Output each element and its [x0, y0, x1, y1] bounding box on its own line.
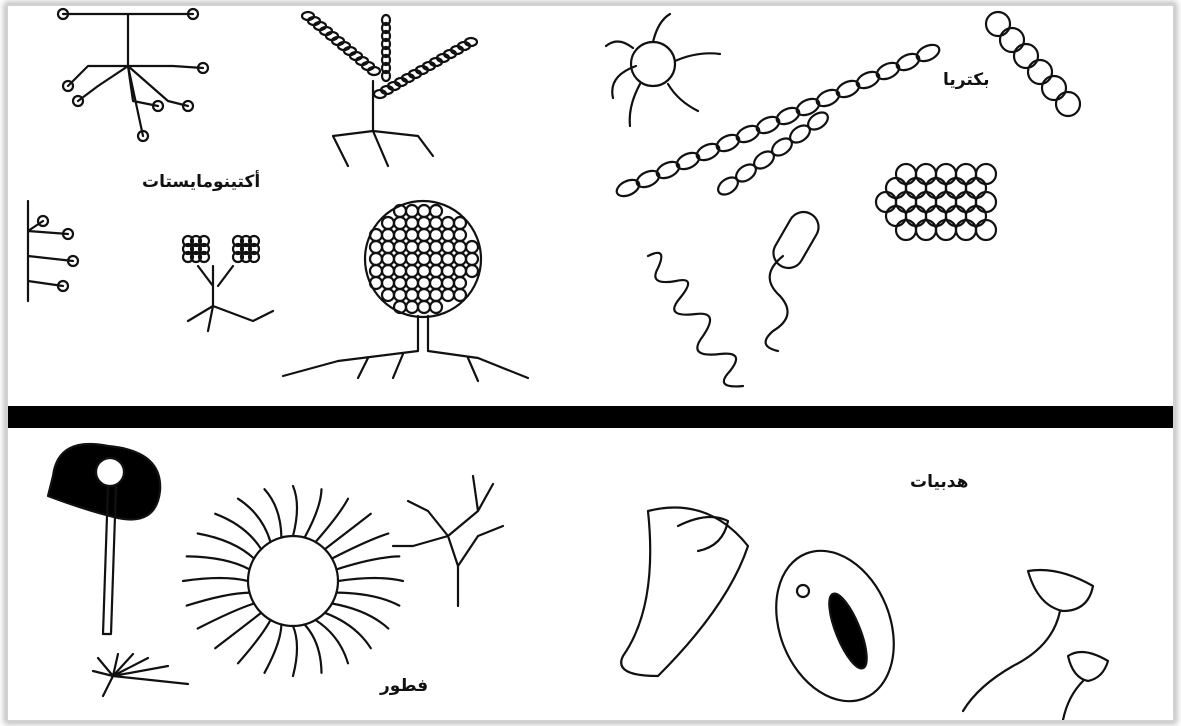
label-actinomycetes: أكتينومايستات [142, 172, 260, 192]
label-fungi: فطور [380, 676, 428, 696]
diagram-frame: أكتينومايستات بكتريا هدبيات فطور [6, 4, 1175, 722]
bacterium-staphylococcus-cluster [876, 164, 996, 240]
fungus-mushroom-cap [48, 444, 160, 634]
ciliate-paramecium [755, 533, 915, 719]
actinomycete-spore-clusters [183, 236, 273, 331]
bacterium-flagellated-rod [766, 207, 824, 351]
ciliate-vorticella [963, 570, 1108, 720]
fungus-fan-sporangia [93, 654, 188, 696]
bacterium-spirillum [648, 253, 743, 387]
actinomycete-sporangium [283, 201, 528, 381]
label-bacteria: بكتريا [943, 70, 990, 90]
microorganisms-illustration [8, 6, 1173, 720]
label-ciliates: هدبيات [910, 472, 968, 492]
bacterium-flagellated-coccus [606, 14, 720, 126]
section-divider [8, 406, 1173, 428]
fungus-radial-hyphae [183, 486, 403, 676]
actinomycete-side-branches [28, 201, 78, 301]
fungus-branching-conidiophore [393, 476, 503, 606]
actinomycete-branched-hyphae [58, 9, 208, 141]
actinomycete-spore-chain [302, 12, 477, 166]
bacterium-streptococcus-chain [614, 12, 1080, 199]
ciliate-trumpet-stentor [621, 508, 748, 676]
